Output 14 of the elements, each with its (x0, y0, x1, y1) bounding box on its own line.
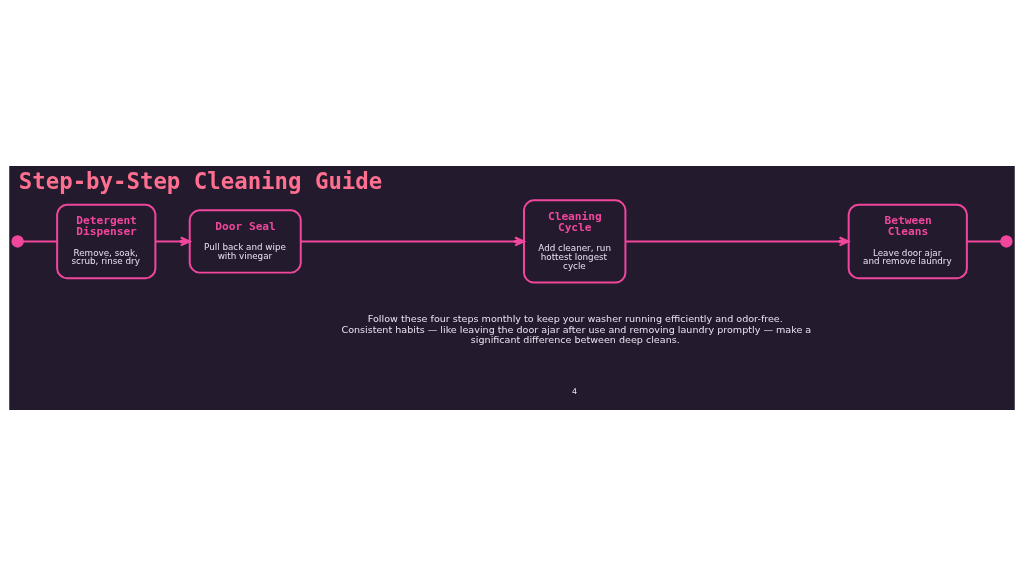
arrow (154, 236, 191, 247)
node-circle (11, 235, 24, 248)
node-box: Door Seal Pull back and wipe with vinegar (188, 209, 302, 274)
node-circle (1000, 235, 1013, 248)
node-box: Between Cleans Leave door ajar and remove laundry (847, 203, 968, 280)
diagram-title: Step-by-Step Cleaning Guide (18, 168, 383, 195)
connector (965, 240, 1002, 243)
node-box: Detergent Dispenser Remove, soak, scrub, rinse dry (56, 203, 157, 280)
arrow (624, 236, 850, 247)
connector (21, 240, 58, 243)
label: Follow these four steps monthly to keep your washer running efficiently and odor-free. Consistent habits — like leaving the door ajar after use and removing laundry promptly — make a significant difference between deep cleans. (341, 313, 812, 345)
node-box: Cleaning Cycle Add cleaner, run hottest longest cycle (523, 199, 627, 284)
label: 4 (571, 387, 577, 397)
arrow (299, 236, 525, 247)
